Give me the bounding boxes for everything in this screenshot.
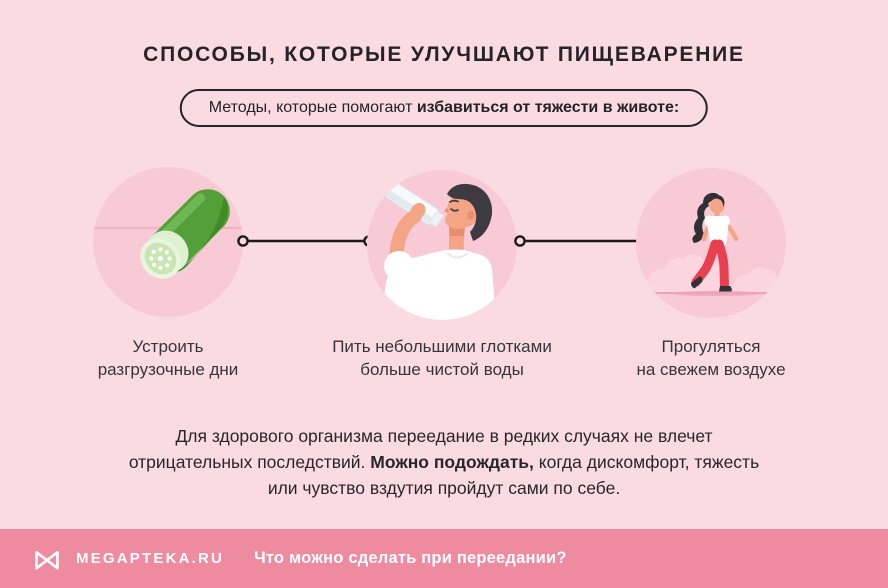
cucumber-illustration	[93, 189, 243, 279]
step-circle-walk-outside	[636, 168, 786, 318]
body-paragraph: Для здорового организма переедание в ред…	[119, 423, 769, 501]
caption-line: разгрузочные дни	[97, 360, 239, 379]
caption-line: Прогуляться	[661, 337, 761, 356]
step-caption-fasting-days: Устроить разгрузочные дни	[48, 335, 288, 381]
connector-line-1	[237, 235, 375, 247]
caption-line: Пить небольшими глотками	[332, 337, 552, 356]
brand-name: MEGAPTEKA.RU	[76, 550, 225, 567]
paragraph-text: Для здорового организма переедание в ред…	[128, 426, 713, 472]
paragraph-bold-text: Можно подождать,	[370, 452, 534, 472]
caption-line: на свежем воздухе	[636, 360, 786, 379]
step-caption-walk-outside: Прогуляться на свежем воздухе	[566, 335, 856, 381]
step-circle-fasting-days	[93, 167, 243, 317]
connector-line-2	[514, 235, 652, 247]
footer-bar: MEGAPTEKA.RU Что можно сделать при перее…	[0, 529, 888, 588]
man-drinking-water-illustration	[381, 181, 496, 320]
step-caption-drink-water: Пить небольшими глотками больше чистой в…	[277, 335, 607, 381]
subtitle-bold-text: избавиться от тяжести в животе:	[416, 99, 680, 116]
footer-question: Что можно сделать при переедании?	[254, 549, 567, 567]
woman-walking-illustration	[644, 192, 781, 297]
paragraph-text: когда дискомфорт, тяжесть или чувство вз…	[267, 452, 760, 498]
subtitle-pill: Методы, которые помогают избавиться от т…	[179, 89, 709, 127]
page-title: СПОСОБЫ, КОТОРЫЕ УЛУЧШАЮТ ПИЩЕВАРЕНИЕ	[143, 43, 745, 66]
step-circle-drink-water	[367, 170, 517, 320]
megapteka-logo	[35, 550, 59, 569]
caption-line: больше чистой воды	[360, 360, 524, 379]
subtitle-regular-text: Методы, которые помогают	[208, 99, 417, 116]
caption-line: Устроить	[132, 337, 204, 356]
